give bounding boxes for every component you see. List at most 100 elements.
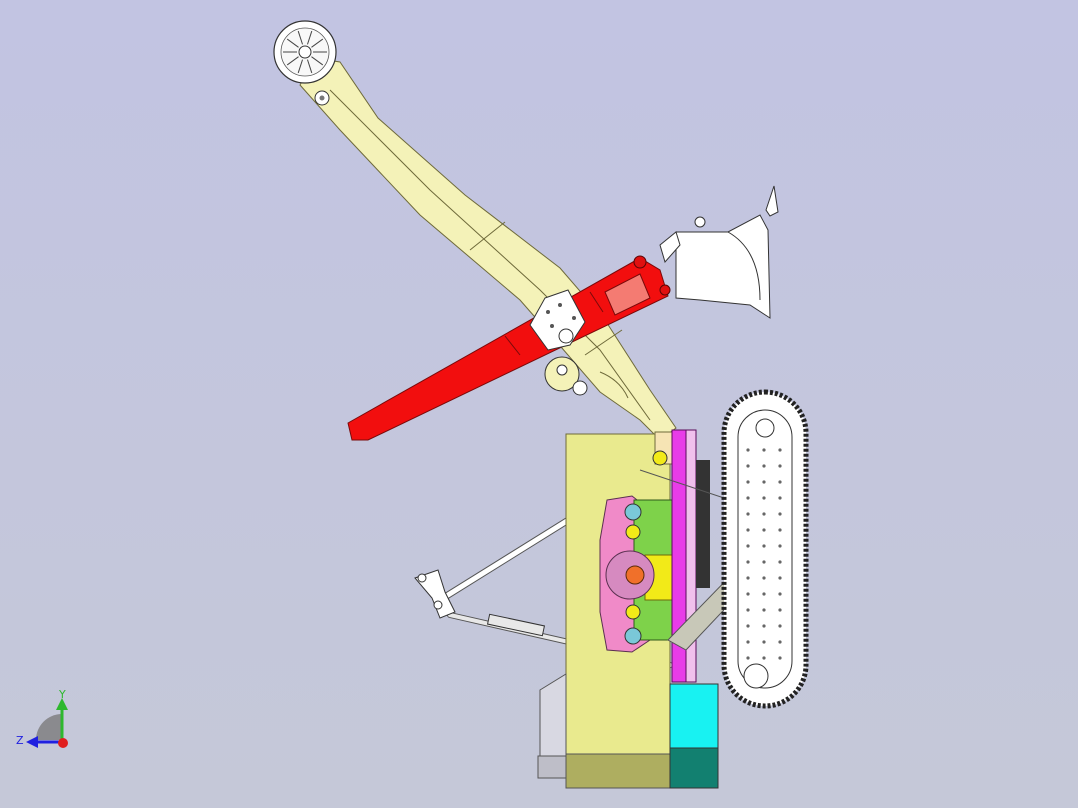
track-hole (746, 624, 750, 628)
linkage-pin-a (417, 573, 427, 583)
linkage-pin-b (433, 600, 443, 610)
track-hole (746, 560, 750, 564)
track-hole (778, 560, 782, 564)
sheave-spokes (283, 30, 327, 74)
sheave-spoke (311, 56, 324, 66)
arm-end-section (604, 273, 651, 316)
rear-foot (537, 755, 567, 779)
track-hole (778, 624, 782, 628)
track-frame (737, 409, 793, 689)
track-hole (762, 464, 766, 468)
track-hole (778, 512, 782, 516)
saddle-bolt-2 (558, 303, 562, 307)
track-hole (762, 512, 766, 516)
track-hole (778, 448, 782, 452)
boom-assembly[interactable] (299, 57, 677, 441)
shipper-small-gear (572, 380, 588, 396)
coordinate-triad: Y Z (16, 688, 68, 748)
bucket-back-curve (727, 231, 761, 301)
top-gear (652, 450, 668, 466)
sheave-spoke (297, 30, 304, 45)
arm-seam-c (589, 291, 604, 313)
track-hole (762, 544, 766, 548)
track-hole (778, 640, 782, 644)
saddle-bolt-4 (572, 316, 576, 320)
boom-joint-line-a (469, 221, 506, 251)
track-hole (762, 560, 766, 564)
boom-joint-line-b (584, 329, 623, 356)
arm-pivot-b[interactable] (659, 284, 671, 296)
bucket-body[interactable] (675, 214, 771, 319)
track-hole (762, 656, 766, 660)
sheave-wheel[interactable] (273, 20, 337, 84)
track-hole (778, 464, 782, 468)
track-hole (762, 528, 766, 532)
boom-edge-line (329, 89, 651, 421)
sheave-spoke (286, 56, 299, 66)
shipper-gear-hub (556, 364, 568, 376)
saddle-bolt-3 (550, 324, 554, 328)
bucket-assembly[interactable] (659, 185, 779, 319)
track-sprocket-bottom (743, 663, 769, 689)
gear-rack (696, 460, 710, 588)
small-gear-3 (625, 604, 641, 620)
arm-pivot[interactable] (633, 255, 647, 269)
track-hole (746, 592, 750, 596)
small-gear-2 (625, 524, 641, 540)
track-hole (778, 608, 782, 612)
track-hole (778, 592, 782, 596)
track-hole (762, 640, 766, 644)
hydraulic-cylinder[interactable] (486, 613, 546, 637)
bucket-link (659, 231, 681, 264)
triad-dish-icon (36, 714, 62, 740)
sheave-spoke (306, 59, 313, 74)
cyan-box[interactable] (669, 683, 719, 749)
track-hole (762, 624, 766, 628)
track-hole (762, 592, 766, 596)
dipper-arm[interactable] (347, 255, 671, 441)
track-hole (778, 576, 782, 580)
track-hole (746, 656, 750, 660)
track-hole (746, 544, 750, 548)
small-gear-1 (624, 503, 642, 521)
track-hole (746, 480, 750, 484)
sheave-spoke (311, 38, 324, 48)
track-hole (778, 544, 782, 548)
chassis[interactable] (537, 429, 719, 789)
bucket-teeth (765, 185, 779, 217)
arm-seam-a (504, 335, 521, 356)
linkage-bracket (414, 569, 456, 619)
sheave-hub (298, 45, 312, 59)
track-hole (762, 608, 766, 612)
saddle-bolt-1 (546, 310, 550, 314)
crawler-track[interactable] (721, 389, 809, 709)
track-hole (746, 448, 750, 452)
track-hole (778, 656, 782, 660)
teal-box[interactable] (669, 747, 719, 789)
track-hole (778, 528, 782, 532)
boom-slot (599, 371, 629, 399)
sheave-spoke (306, 30, 313, 45)
chassis-base (565, 753, 671, 789)
boom-lug-pin (319, 95, 325, 101)
track-hole (746, 464, 750, 468)
saddle-pin (558, 328, 574, 344)
track-hole (778, 496, 782, 500)
track-hole (746, 576, 750, 580)
main-gear-hub (625, 565, 645, 585)
z-axis-label: Z (16, 734, 24, 747)
sheave-spoke (297, 59, 304, 74)
bucket-hinge (694, 216, 706, 228)
track-hole (746, 528, 750, 532)
track-hole (746, 512, 750, 516)
track-hole (746, 496, 750, 500)
y-axis-arrowhead (56, 698, 68, 710)
small-gear-4 (624, 627, 642, 645)
saddle-block[interactable] (529, 289, 588, 396)
track-hole (762, 576, 766, 580)
track-hole (762, 496, 766, 500)
track-hole (762, 480, 766, 484)
